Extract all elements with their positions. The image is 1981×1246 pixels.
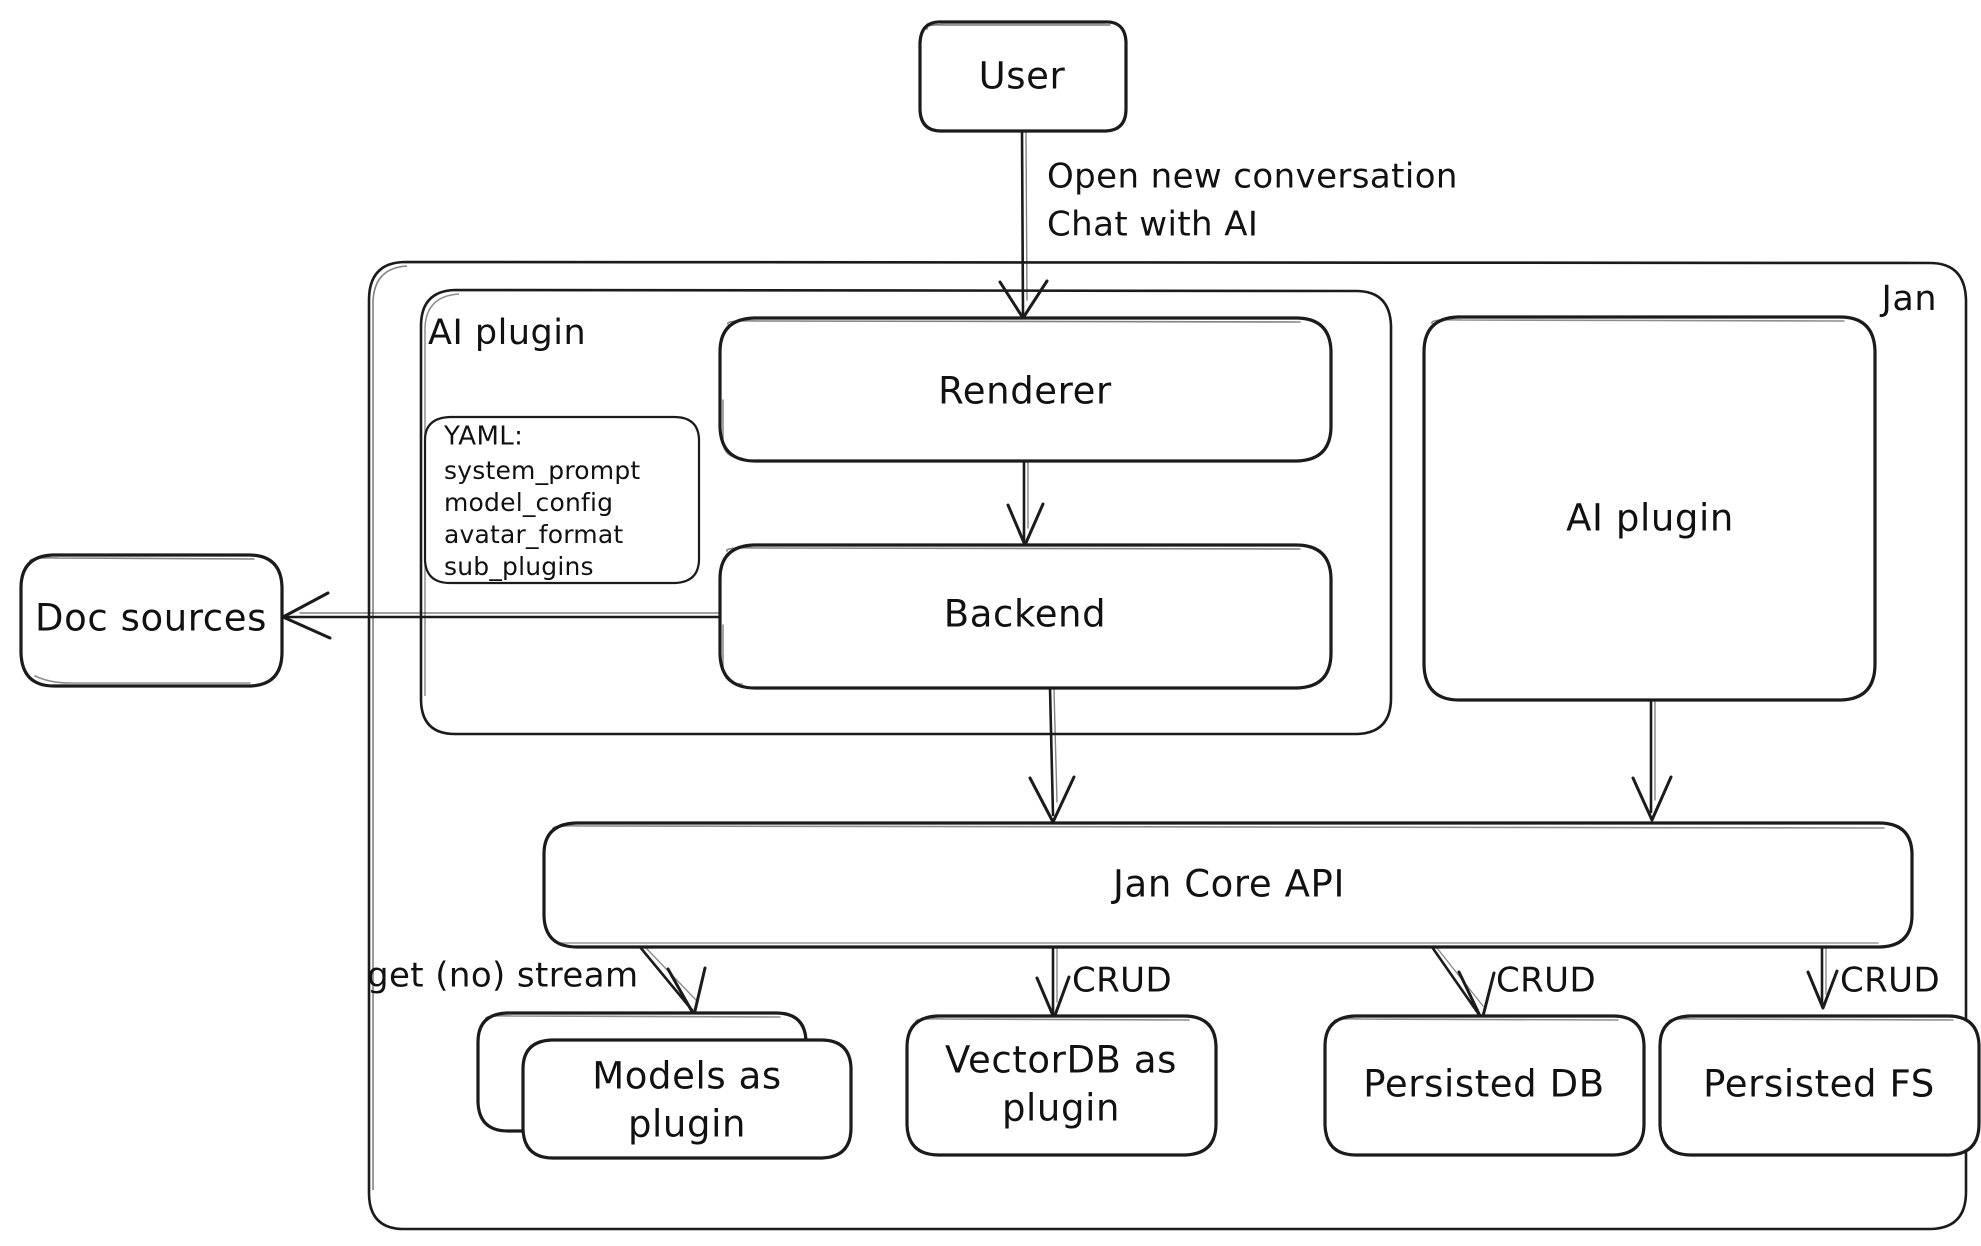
edge-renderer-to-backend	[1006, 459, 1045, 547]
node-backend[interactable]: Backend	[718, 543, 1333, 690]
node-renderer[interactable]: Renderer	[718, 316, 1333, 463]
yaml-config-card: YAML: system_prompt model_config avatar_…	[423, 415, 701, 585]
node-persisted-fs-label: Persisted FS	[1703, 1063, 1935, 1106]
node-user-label: User	[979, 55, 1066, 98]
edge-user-renderer-label-line1: Open new conversation	[1047, 157, 1458, 197]
node-user[interactable]: User	[918, 20, 1128, 133]
edge-core-api-to-models-plugin: get (no) stream	[367, 945, 707, 1017]
node-models-plugin-label-line2: plugin	[628, 1103, 746, 1146]
edge-backend-to-doc-sources	[281, 591, 722, 640]
node-jan-core-api[interactable]: Jan Core API	[542, 821, 1914, 949]
node-doc-sources-label: Doc sources	[35, 597, 267, 640]
node-backend-label: Backend	[944, 593, 1106, 636]
node-jan-core-api-label: Jan Core API	[1111, 863, 1345, 906]
yaml-header: YAML:	[443, 422, 523, 452]
node-models-plugin-label-line1: Models as	[592, 1055, 781, 1098]
cluster-ai-plugin-group: AI plugin	[419, 288, 1393, 736]
node-vectordb-label-line2: plugin	[1002, 1087, 1120, 1130]
edge-backend-to-core-api	[1028, 686, 1076, 824]
edge-vectordb-label: CRUD	[1072, 961, 1172, 1001]
node-persisted-db[interactable]: Persisted DB	[1323, 1014, 1646, 1157]
edge-models-plugin-label: get (no) stream	[367, 956, 638, 996]
yaml-key-model-config: model_config	[444, 488, 613, 517]
node-models-as-plugin[interactable]: Models as plugin	[476, 1011, 853, 1160]
edge-core-api-to-persisted-fs: CRUD	[1806, 945, 1940, 1010]
node-ai-plugin-label: AI plugin	[1566, 497, 1734, 540]
cluster-jan: Jan	[367, 260, 1968, 1231]
yaml-key-avatar-format: avatar_format	[444, 520, 623, 549]
node-vectordb-as-plugin[interactable]: VectorDB as plugin	[905, 1014, 1218, 1157]
edge-ai-plugin-to-core-api	[1631, 698, 1673, 822]
node-renderer-label: Renderer	[938, 370, 1112, 413]
edge-persisted-fs-label: CRUD	[1840, 961, 1940, 1001]
yaml-key-sub-plugins: sub_plugins	[444, 552, 594, 581]
node-persisted-fs[interactable]: Persisted FS	[1658, 1014, 1981, 1157]
yaml-key-system-prompt: system_prompt	[444, 456, 640, 485]
cluster-jan-label: Jan	[1880, 279, 1937, 319]
node-ai-plugin[interactable]: AI plugin	[1422, 315, 1877, 702]
edge-user-renderer-label-line2: Chat with AI	[1047, 205, 1258, 245]
cluster-ai-plugin-label: AI plugin	[428, 313, 586, 353]
node-vectordb-label-line1: VectorDB as	[945, 1039, 1177, 1082]
node-persisted-db-label: Persisted DB	[1363, 1063, 1604, 1106]
edge-core-api-to-vectordb-plugin: CRUD	[1035, 945, 1172, 1020]
node-doc-sources[interactable]: Doc sources	[19, 553, 284, 688]
edge-core-api-to-persisted-db: CRUD	[1430, 945, 1596, 1022]
edge-persisted-db-label: CRUD	[1496, 961, 1596, 1001]
